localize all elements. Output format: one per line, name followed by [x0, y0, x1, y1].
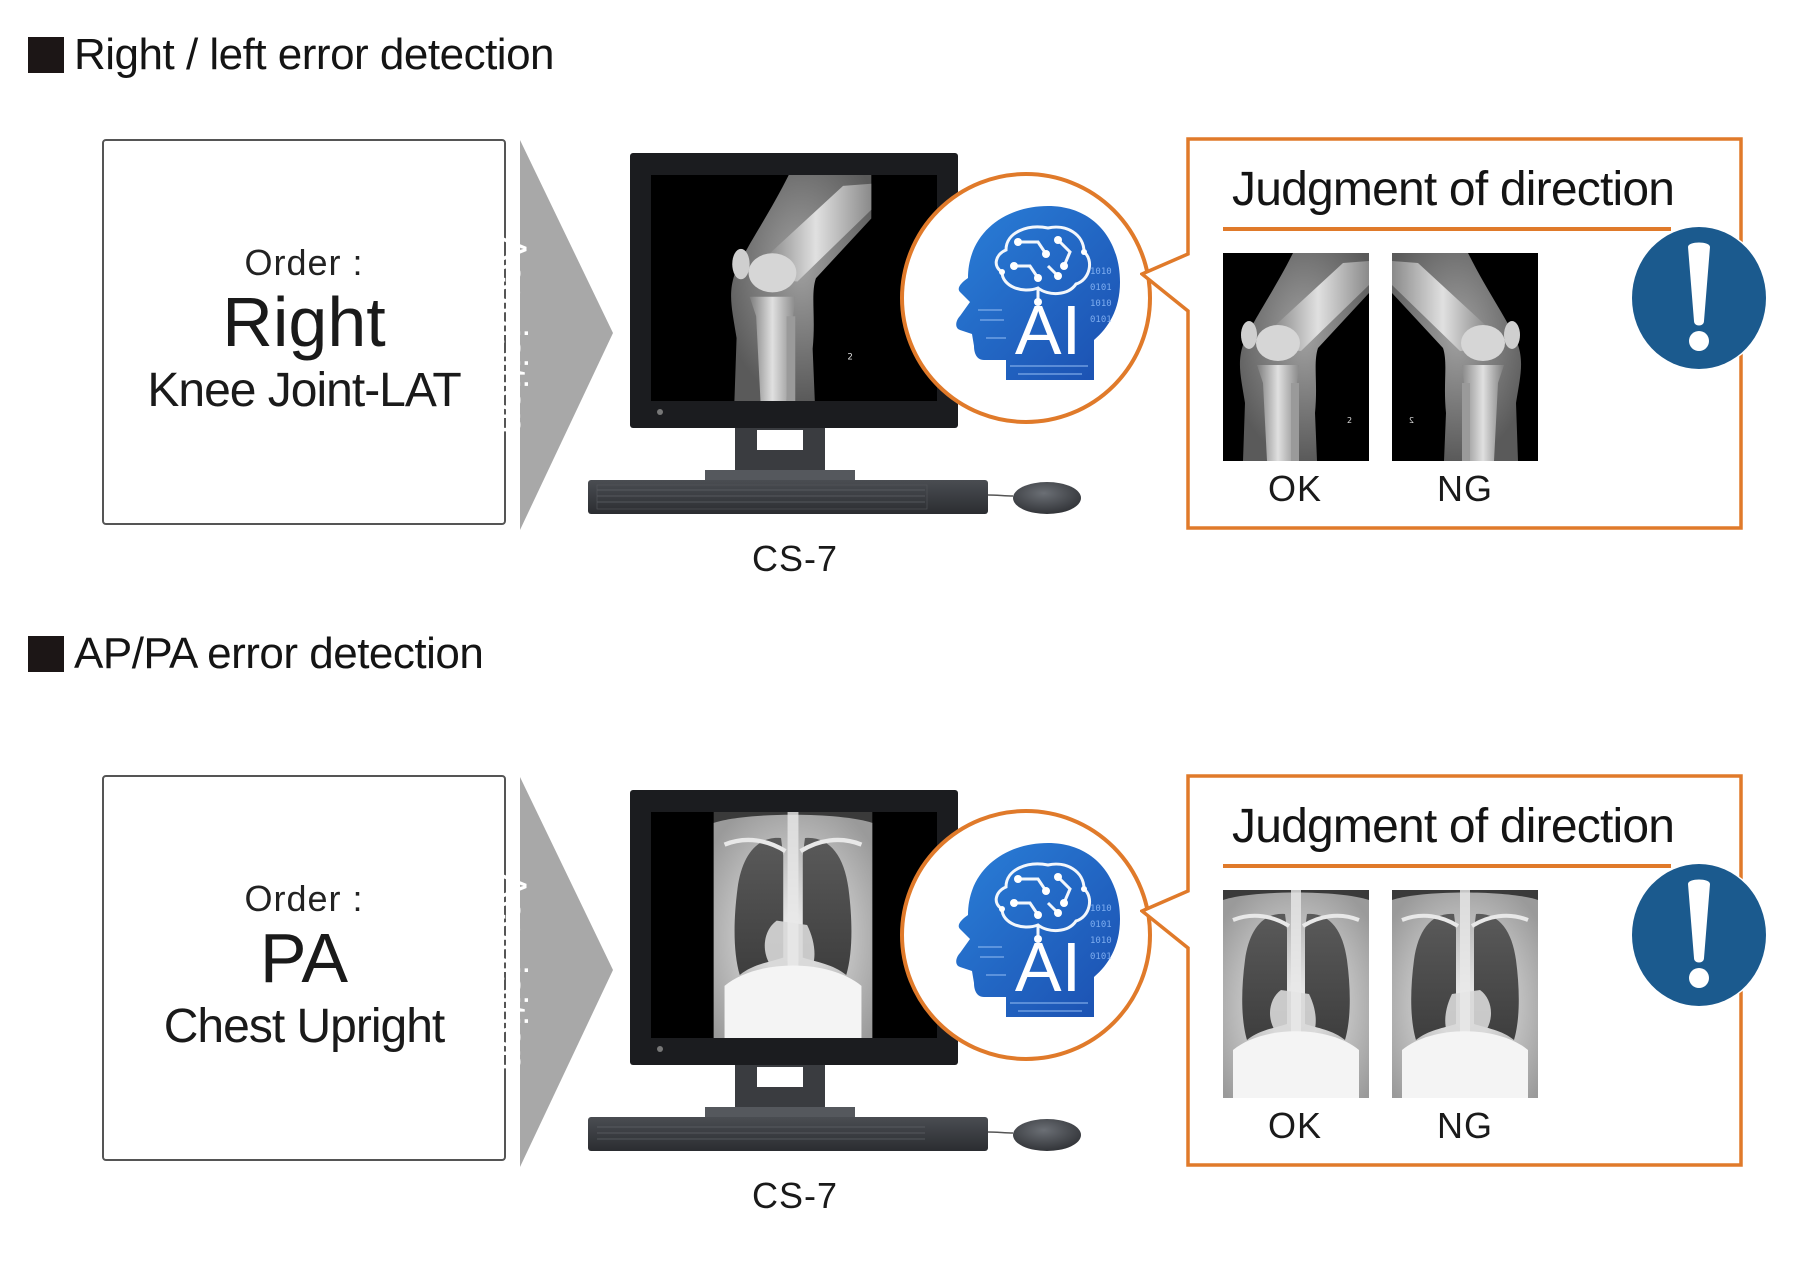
- xray-ok-image: [1223, 253, 1369, 461]
- heading-square-icon: [28, 636, 64, 672]
- xray-ng-image: [1392, 890, 1538, 1098]
- acquisition-arrow-icon: [520, 140, 613, 530]
- judgment-underline: [1223, 227, 1671, 231]
- order-label: Order :: [244, 878, 364, 920]
- order-sub: Knee Joint-LAT: [147, 363, 461, 417]
- order-box: Order : Right Knee Joint-LAT: [102, 139, 506, 525]
- device-model-label: CS-7: [751, 1175, 839, 1216]
- acquisition-arrow-icon: [520, 777, 613, 1167]
- judgment-title: Judgment of direction: [1232, 800, 1675, 853]
- section-heading-text: AP/PA error detection: [74, 629, 484, 678]
- section-right-left: Right / left error detection Order : Rig…: [0, 0, 1800, 630]
- order-box: Order : PA Chest Upright: [102, 775, 506, 1161]
- caption-ng: NG: [1437, 1105, 1493, 1146]
- device-model-label: CS-7: [751, 538, 839, 579]
- order-sub: Chest Upright: [163, 999, 445, 1053]
- judgment-title: Judgment of direction: [1232, 163, 1675, 216]
- exclamation-icon: [1628, 227, 1770, 369]
- screen-xray-image: [712, 175, 872, 401]
- caption-ok: OK: [1267, 1105, 1322, 1146]
- ai-head-icon: [898, 807, 1154, 1063]
- ai-head-icon: [898, 170, 1154, 426]
- order-main: Right: [222, 283, 386, 362]
- heading-square-icon: [28, 37, 64, 73]
- judgment-underline: [1223, 864, 1671, 868]
- section-heading-text: Right / left error detection: [74, 30, 555, 79]
- caption-ok: OK: [1267, 468, 1322, 509]
- screen-xray-image: [714, 812, 873, 1038]
- section-ap-pa: AP/PA error detection Order : PA Chest U…: [0, 629, 1800, 1267]
- section-heading: Right / left error detection: [28, 30, 555, 80]
- exclamation-icon: [1628, 864, 1770, 1006]
- xray-ng-image: [1392, 253, 1538, 461]
- workstation-monitor: [588, 790, 1081, 1151]
- caption-ng: NG: [1437, 468, 1493, 509]
- order-label: Order :: [244, 242, 364, 284]
- section-heading: AP/PA error detection: [28, 629, 484, 679]
- order-main: PA: [259, 919, 349, 998]
- xray-ok-image: [1223, 890, 1369, 1098]
- workstation-monitor: [588, 153, 1081, 514]
